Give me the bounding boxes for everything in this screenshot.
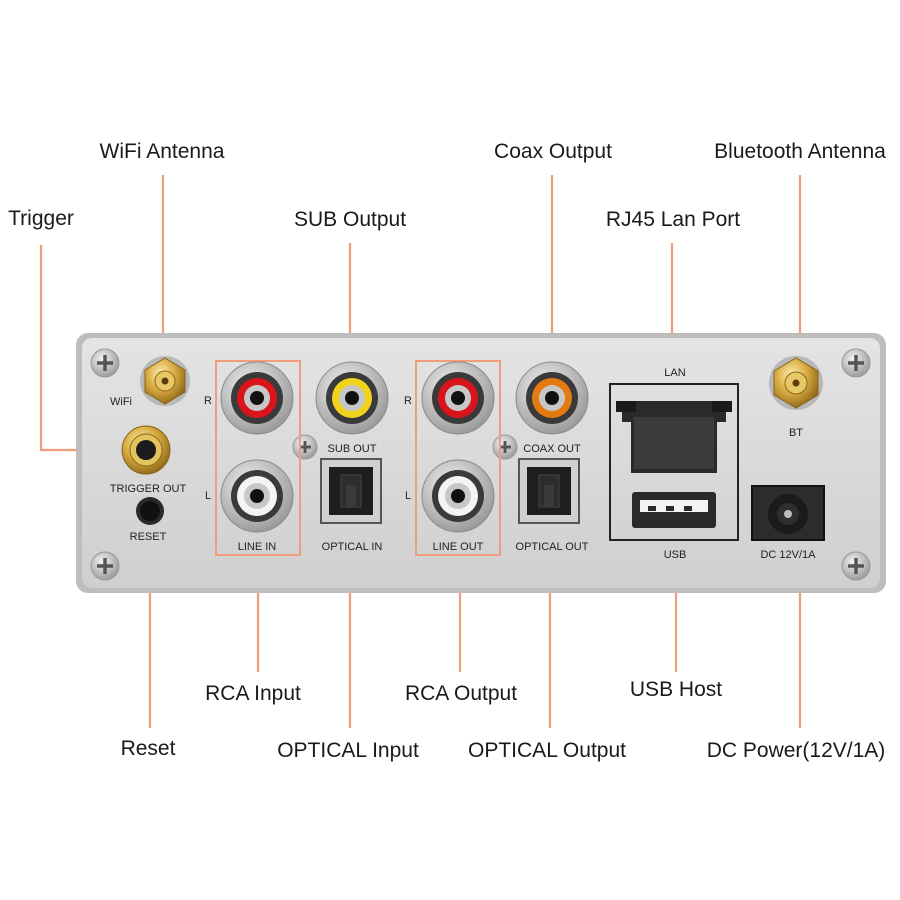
callout-reset: Reset (121, 737, 176, 760)
label-lan: LAN (664, 367, 685, 379)
callout-dc-power: DC Power(12V/1A) (707, 739, 886, 762)
screw-icon (841, 551, 871, 581)
callout-optical-output: OPTICAL Output (468, 739, 626, 762)
label-reset: RESET (130, 531, 167, 543)
rj45-port-icon (616, 401, 732, 473)
screw-icon (90, 551, 120, 581)
callout-bluetooth-antenna: Bluetooth Antenna (714, 140, 886, 163)
screw-icon (841, 348, 871, 378)
line-in-l-jack (220, 459, 294, 533)
screw-icon (292, 434, 318, 460)
antenna-connector-icon (140, 356, 190, 406)
label-line-out: LINE OUT (433, 541, 484, 553)
line-out-r-jack (421, 361, 495, 435)
antenna-connector-icon (769, 356, 823, 410)
usb-host-port (632, 492, 716, 528)
coax-out-jack (515, 361, 589, 435)
reset-button (136, 497, 164, 525)
label-sub-out: SUB OUT (328, 443, 377, 455)
callout-usb-host: USB Host (630, 678, 722, 701)
rj45-lan-port (616, 401, 732, 473)
panel-labels: WiFi R L R L TRIGGER OUT RESET LINE IN S… (110, 367, 816, 561)
callout-rca-output: RCA Output (405, 682, 517, 705)
rca-jack-icon (220, 361, 294, 435)
callout-coax-output: Coax Output (494, 140, 612, 163)
rca-jack-icon (421, 459, 495, 533)
label-l-in: L (205, 490, 211, 502)
callout-trigger: Trigger (8, 207, 74, 230)
rca-jack-icon (515, 361, 589, 435)
label-optical-in: OPTICAL IN (322, 541, 383, 553)
dc-jack-icon (751, 485, 825, 541)
label-r-in: R (204, 395, 212, 407)
callout-optical-input: OPTICAL Input (277, 739, 419, 762)
label-trigger-out: TRIGGER OUT (110, 483, 187, 495)
callout-labels: WiFi Antenna Trigger SUB Output Coax Out… (8, 140, 886, 762)
rca-input-bracket (215, 360, 301, 556)
dc-power-jack (751, 485, 825, 541)
callout-rca-input: RCA Input (205, 682, 301, 705)
callout-wifi-antenna: WiFi Antenna (100, 140, 225, 163)
screw-icon (90, 348, 120, 378)
label-bt: BT (789, 427, 803, 439)
label-l-out: L (405, 490, 411, 502)
label-r-out: R (404, 395, 412, 407)
trigger-out-jack (121, 425, 171, 475)
bluetooth-antenna-connector (769, 356, 823, 410)
rca-jack-icon (421, 361, 495, 435)
screws (90, 348, 871, 581)
line-out-l-jack (421, 459, 495, 533)
label-coax-out: COAX OUT (523, 443, 581, 455)
label-optical-out: OPTICAL OUT (516, 541, 589, 553)
rca-output-bracket (415, 360, 501, 556)
sub-out-jack (315, 361, 389, 435)
callout-rj45-lan-port: RJ45 Lan Port (606, 208, 740, 231)
rca-jack-icon (315, 361, 389, 435)
label-usb: USB (664, 549, 687, 561)
label-dc: DC 12V/1A (760, 549, 816, 561)
screw-icon (492, 434, 518, 460)
usb-port-icon (632, 492, 716, 528)
wifi-antenna-connector (140, 356, 190, 406)
rca-jack-icon (220, 459, 294, 533)
label-line-in: LINE IN (238, 541, 277, 553)
network-usb-panel (609, 383, 739, 541)
optical-out-port (518, 458, 580, 524)
optical-in-port (320, 458, 382, 524)
callout-sub-output: SUB Output (294, 208, 406, 231)
line-in-r-jack (220, 361, 294, 435)
optical-port-icon (518, 458, 580, 524)
label-wifi: WiFi (110, 396, 132, 408)
optical-port-icon (320, 458, 382, 524)
